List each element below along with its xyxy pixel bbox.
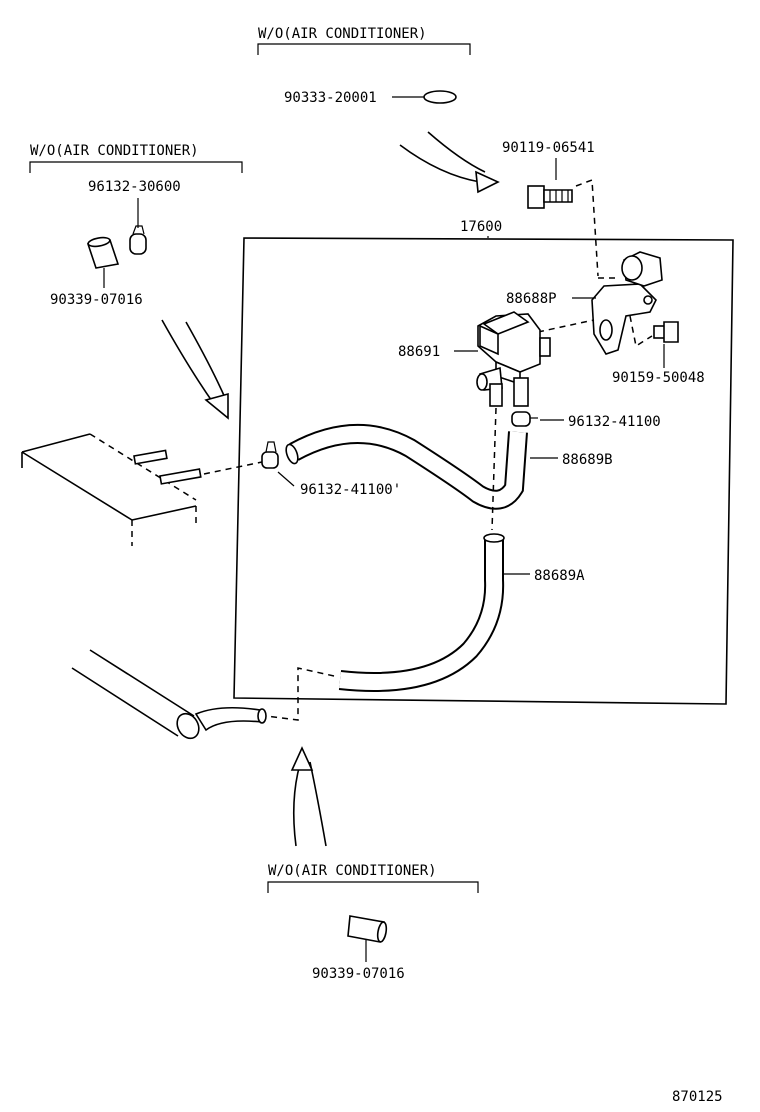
bolt-shank [543,189,573,203]
left-note-bracket [29,161,243,173]
part-label-17600: 17600 [460,219,502,235]
part-label-90333-20001: 90333-20001 [284,90,377,106]
clamp-96132-30600 [129,233,147,255]
bracket-dash-line [537,277,618,333]
clamp-96132-41100-left [261,451,279,469]
left-note-group: W/O(AIR CONDITIONER) 96132-30600 90339-0… [29,143,243,308]
bottom-arrow [290,746,327,847]
intake-pipe-group [71,649,267,740]
top-note-label: W/O(AIR CONDITIONER) [258,26,427,42]
part-label-88688P: 88688P [506,291,557,307]
bolt-head [527,185,545,209]
bottom-note-group: W/O(AIR CONDITIONER) 90339-07016 [267,863,479,982]
clamp-96132-41100-right [511,411,531,427]
bottom-note-label: W/O(AIR CONDITIONER) [268,863,437,879]
assembly-17600-box [233,237,734,705]
bolt-dash-line [575,178,599,277]
top-note-group: W/O(AIR CONDITIONER) 90333-20001 [257,26,471,106]
part-label-96132-41100-left: 96132-41100' [300,482,401,498]
hose-88689A-group: 88689A [265,533,585,721]
bottom-note-bracket [267,881,479,893]
part-label-90159-50048: 90159-50048 [612,370,705,386]
intake-pipe-end [176,712,200,740]
left-arrow [161,319,229,420]
bolt-90119-06541-group: 90119-06541 [502,140,599,277]
hose-88689A [338,538,505,692]
valve-port-down [489,383,503,407]
top-note-bracket [257,43,471,55]
assembly-17600-group: 17600 [233,219,734,705]
part-label-96132-41100-right: 96132-41100 [568,414,661,430]
throttle-nipple-lower [159,468,202,485]
part-label-90119-06541: 90119-06541 [502,140,595,156]
hose-88689A-dash-line [265,667,335,721]
part-label-88691: 88691 [398,344,440,360]
o-ring-part [423,90,457,104]
figure-id: 870125 [672,1089,723,1105]
top-arrow [399,131,500,194]
vertical-dash-line [491,407,497,531]
valve-port-right [513,377,529,407]
throttle-dash-line [203,461,263,475]
part-label-90339-07016-bottom: 90339-07016 [312,966,405,982]
part-label-96132-30600: 96132-30600 [88,179,181,195]
clamp-96132-41100-left-group: 96132-41100' [261,441,401,498]
hose-88689B-group: 88689B [285,407,613,531]
throttle-nipple-upper [133,449,168,465]
bracket-88688P-group: 88688P [506,251,663,355]
intake-nipple [194,706,263,732]
part-label-90339-07016-left: 90339-07016 [50,292,143,308]
valve-88691-group: 88691 [398,311,551,407]
part-label-88689A: 88689A [534,568,585,584]
part-label-88689B: 88689B [562,452,613,468]
throttle-body-group [21,433,263,546]
clamp-96132-41100-right-group: 96132-41100 [511,411,661,430]
screw-90159-50048-group: 90159-50048 [612,315,705,386]
leader-96132-41100-left [277,471,295,487]
bracket-88688P [591,283,657,355]
left-note-label: W/O(AIR CONDITIONER) [30,143,199,159]
